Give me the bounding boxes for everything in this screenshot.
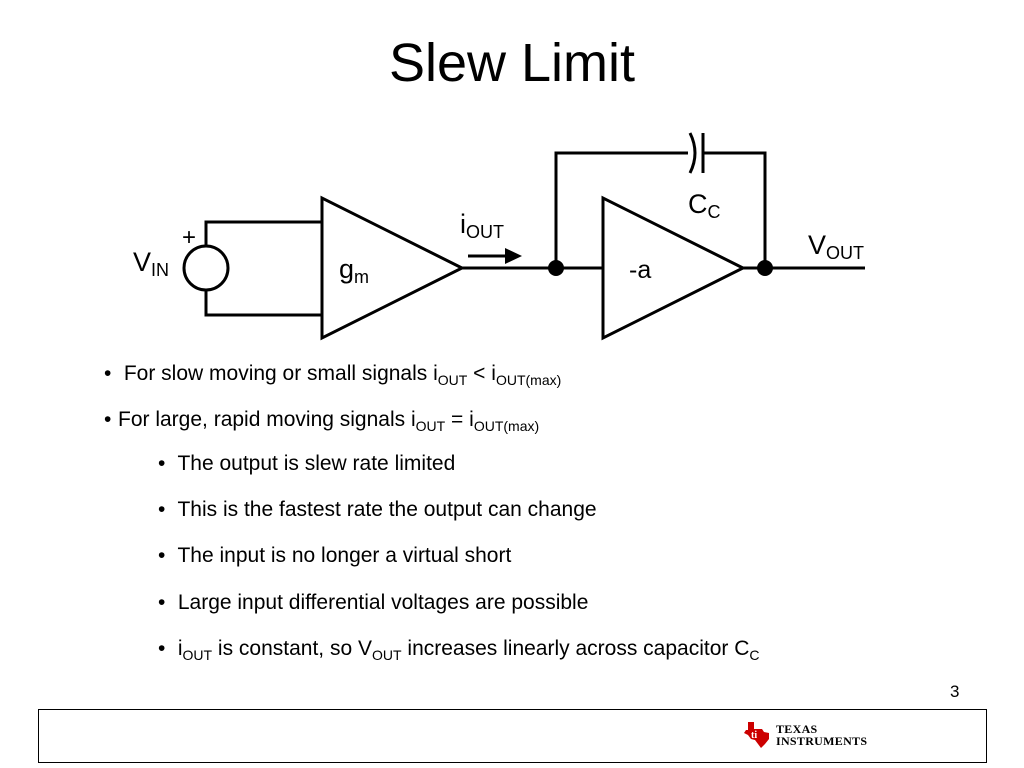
capacitor-curved-plate bbox=[688, 132, 697, 174]
ti-state-icon: ti bbox=[744, 722, 769, 748]
source-wire-top bbox=[204, 220, 322, 246]
bullet-item: • For slow moving or small signals iOUT … bbox=[104, 362, 562, 388]
bullet-item: • This is the fastest rate the output ca… bbox=[158, 498, 597, 521]
source-label: VIN bbox=[133, 247, 170, 280]
capacitor-label: CC bbox=[688, 189, 721, 222]
bullet-item: •For large, rapid moving signals iOUT = … bbox=[104, 408, 540, 434]
gm-label: gm bbox=[339, 254, 370, 287]
slide-title: Slew Limit bbox=[388, 33, 636, 93]
output-voltage-label: VOUT bbox=[808, 230, 865, 263]
current-arrow-head bbox=[505, 248, 522, 264]
bullet-item: • iOUT is constant, so VOUT increases li… bbox=[158, 637, 760, 663]
inverting-amplifier-triangle bbox=[601, 195, 747, 341]
source-wire-bottom bbox=[204, 290, 322, 317]
texas-instruments-logo: ti Texas Instruments bbox=[742, 720, 867, 750]
plus-sign: + bbox=[182, 224, 197, 251]
amp-gain-label: -a bbox=[629, 256, 652, 284]
svg-text:ti: ti bbox=[751, 730, 757, 741]
bullet-item: • The input is no longer a virtual short bbox=[158, 544, 512, 567]
feedback-node-left bbox=[548, 260, 564, 276]
bullet-item: • The output is slew rate limited bbox=[158, 452, 456, 475]
output-node bbox=[757, 260, 773, 276]
footer-bar bbox=[38, 709, 987, 763]
feedback-wire-left bbox=[554, 151, 688, 268]
logo-line2: Instruments bbox=[776, 734, 868, 748]
gm-amplifier-triangle bbox=[320, 195, 466, 341]
bullet-item: • Large input differential voltages are … bbox=[158, 591, 589, 614]
page-number: 3 bbox=[950, 682, 960, 701]
current-label: iOUT bbox=[460, 209, 504, 242]
logo-line1: Texas bbox=[776, 722, 818, 736]
feedback-wire-right bbox=[703, 151, 767, 268]
